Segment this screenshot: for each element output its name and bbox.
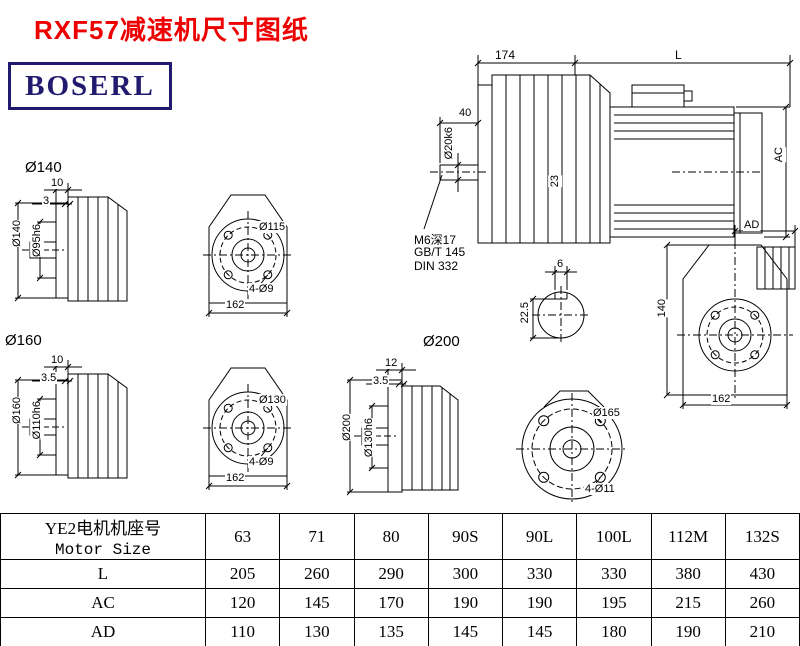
row-label-AD: AD xyxy=(0,617,206,646)
table-row-AD: AD 110 130 135 145 145 180 190 210 xyxy=(0,617,800,646)
motor-size-header-cell: YE2电机机座号 Motor Size xyxy=(0,513,206,560)
main-assembly-view: 174 L 40 Ø20k6 23 AC M6深17 GB/T 145 DIN … xyxy=(414,45,800,280)
value-cell: 290 xyxy=(353,559,429,589)
value-cell: 215 xyxy=(650,588,726,618)
right-side-drawing xyxy=(663,225,799,409)
value-cell: 205 xyxy=(204,559,281,589)
value-cell: 145 xyxy=(427,617,504,646)
size-cell: 63 xyxy=(204,513,281,560)
keyway-detail-drawing xyxy=(529,266,590,344)
dim-spigot-depth: 3 xyxy=(42,195,51,208)
dim-flange-thickness: 12 xyxy=(384,357,399,370)
dim-shaft-length: 40 xyxy=(458,107,473,120)
value-cell: 145 xyxy=(279,588,355,618)
value-cell: 190 xyxy=(427,588,504,618)
dim-23: 23 xyxy=(548,175,563,188)
keyway-detail-view: 6 22.5 xyxy=(512,250,597,350)
motor-size-header-cn: YE2电机机座号 xyxy=(44,519,162,538)
unit200-side-view: 12 3.5 Ø200 Ø130h6 xyxy=(340,350,488,500)
unit140-side-view: 10 3 Ø140 Ø95h6 xyxy=(10,170,195,315)
size-cell: 112M xyxy=(650,513,726,560)
value-cell: 190 xyxy=(650,617,726,646)
dim-key-height: 22.5 xyxy=(518,302,533,324)
value-cell: 170 xyxy=(353,588,429,618)
table-header-row: YE2电机机座号 Motor Size 63 71 80 90S 90L 100… xyxy=(0,513,800,560)
dim-spigot-depth: 3.5 xyxy=(372,375,390,388)
motor-size-header-en: Motor Size xyxy=(54,541,151,559)
main-assembly-drawing xyxy=(423,55,794,244)
tap-note: M6深17 xyxy=(414,231,457,248)
dim-spigot-diameter: Ø110h6 xyxy=(30,401,45,440)
dim-bolt-circle: Ø130 xyxy=(258,394,287,407)
value-cell: 195 xyxy=(576,588,652,618)
dim-body-diameter: Ø200 xyxy=(340,414,355,441)
dim-AD: AD xyxy=(743,219,761,232)
size-cell: 90L xyxy=(501,513,578,560)
value-cell: 190 xyxy=(501,588,578,618)
size-cell: 90S xyxy=(427,513,504,560)
right-side-view: AD 140 162 xyxy=(655,215,800,410)
value-cell: 130 xyxy=(279,617,355,646)
dim-bolt-holes: 4-Ø9 xyxy=(248,283,275,296)
dim-shaft-diameter: Ø20k6 xyxy=(442,127,457,160)
dim-width-162: 162 xyxy=(711,393,732,406)
dim-spigot-diameter: Ø130h6 xyxy=(362,418,377,458)
standard-gbt: GB/T 145 xyxy=(414,245,466,259)
unit140-front-view: Ø115 4-Ø9 162 xyxy=(195,183,300,323)
value-cell: 145 xyxy=(501,617,578,646)
dim-bolt-circle: Ø115 xyxy=(258,221,287,234)
value-cell: 330 xyxy=(576,559,652,589)
dim-174: 174 xyxy=(494,48,517,63)
size-cell: 132S xyxy=(724,513,800,560)
value-cell: 260 xyxy=(279,559,355,589)
unit140-front-drawing xyxy=(203,194,293,317)
dim-spigot-diameter: Ø95h6 xyxy=(30,224,45,258)
unit200-heading: Ø200 xyxy=(423,333,460,350)
size-cell: 71 xyxy=(279,513,355,560)
row-label-L: L xyxy=(0,559,206,589)
dim-body-diameter: Ø140 xyxy=(10,220,25,247)
value-cell: 180 xyxy=(576,617,652,646)
spec-table: YE2电机机座号 Motor Size 63 71 80 90S 90L 100… xyxy=(0,513,800,646)
unit160-front-view: Ø130 4-Ø9 162 xyxy=(195,356,300,496)
value-cell: 300 xyxy=(427,559,504,589)
brand-logo: BOSERL xyxy=(8,62,172,110)
size-cell: 80 xyxy=(353,513,429,560)
dim-body-diameter: Ø160 xyxy=(10,397,25,424)
row-label-AC: AC xyxy=(0,588,206,618)
dim-bolt-holes: 4-Ø9 xyxy=(248,456,275,469)
page-title: RXF57减速机尺寸图纸 xyxy=(34,15,309,45)
unit160-side-view: 10 3.5 Ø160 Ø110h6 xyxy=(10,347,195,492)
table-row-L: L 205 260 290 300 330 330 380 430 xyxy=(0,559,800,589)
value-cell: 380 xyxy=(650,559,726,589)
unit160-heading: Ø160 xyxy=(5,332,42,349)
unit200-front-drawing xyxy=(516,390,628,505)
unit140-heading: Ø140 xyxy=(25,159,62,176)
value-cell: 120 xyxy=(204,588,281,618)
value-cell: 260 xyxy=(724,588,800,618)
dim-bolt-circle: Ø165 xyxy=(592,407,621,420)
dim-bolt-holes: 4-Ø11 xyxy=(584,483,616,496)
dim-L: L xyxy=(674,48,683,63)
value-cell: 330 xyxy=(501,559,578,589)
value-cell: 430 xyxy=(724,559,800,589)
value-cell: 210 xyxy=(724,617,800,646)
dim-width-162: 162 xyxy=(225,472,246,485)
unit200-front-view: Ø165 4-Ø11 xyxy=(510,383,638,511)
dim-height-140: 140 xyxy=(655,299,670,318)
value-cell: 110 xyxy=(204,617,281,646)
dim-flange-thickness: 10 xyxy=(50,354,65,367)
size-cell: 100L xyxy=(576,513,652,560)
dim-AC: AC xyxy=(772,147,787,163)
dim-spigot-depth: 3.5 xyxy=(40,372,58,385)
brand-logo-text: BOSERL xyxy=(25,69,155,102)
unit160-front-drawing xyxy=(203,367,293,490)
dim-width-162: 162 xyxy=(225,299,246,312)
dim-flange-thickness: 10 xyxy=(50,177,65,190)
table-row-AC: AC 120 145 170 190 190 195 215 260 xyxy=(0,588,800,618)
standard-din: DIN 332 xyxy=(414,259,459,273)
value-cell: 135 xyxy=(353,617,429,646)
dim-key-width: 6 xyxy=(556,258,565,271)
